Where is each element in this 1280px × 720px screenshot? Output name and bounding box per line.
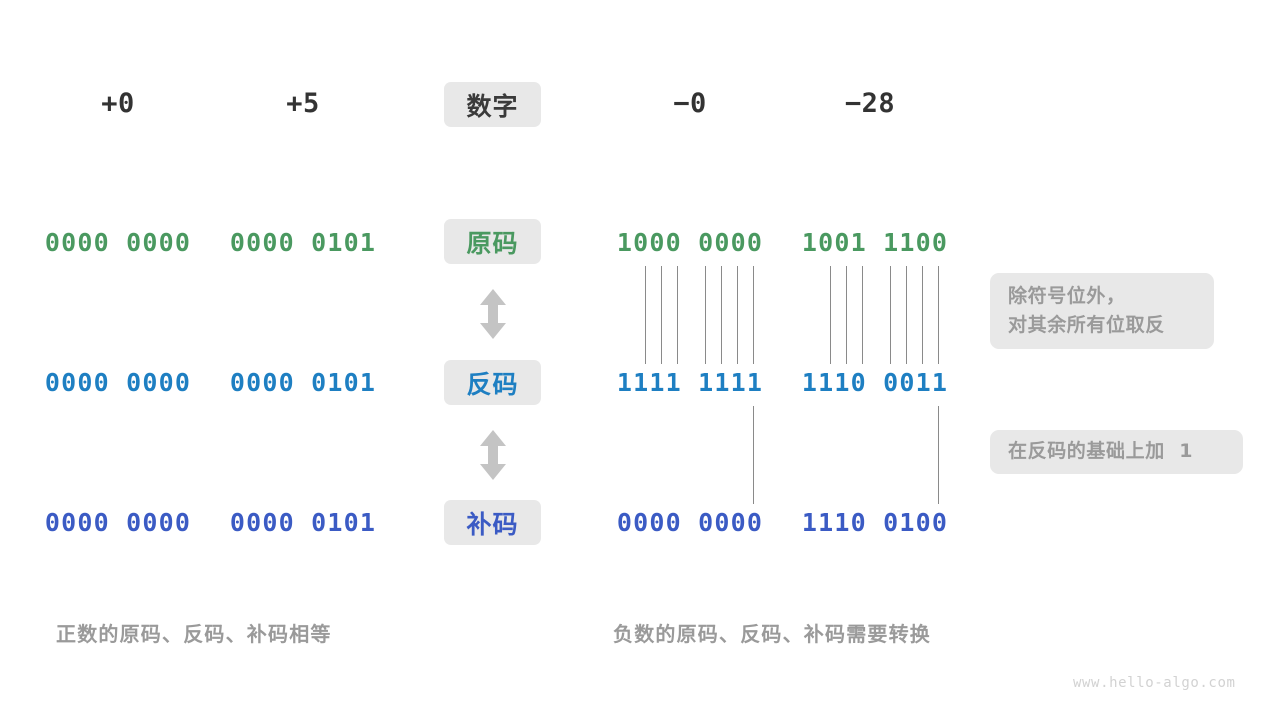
annotation-invert-bits-line-2: 对其余所有位取反	[1008, 314, 1165, 336]
annotation-invert-bits: 除符号位外， 对其余所有位取反	[990, 273, 1214, 349]
bits-sign-magnitude-minus-zero: 1000 0000	[616, 228, 764, 257]
column-header-minus-zero: −0	[673, 88, 707, 119]
connector-invert-minus-28-bit6	[906, 266, 908, 364]
connector-invert-minus-zero-bit6	[721, 266, 723, 364]
bits-ones-complement-plus-zero: 0000 0000	[44, 368, 192, 397]
connector-invert-minus-zero-bit2	[645, 266, 647, 364]
arrow-ones-complement-to-twos-complement	[476, 429, 510, 485]
caption-positive: 正数的原码、反码、补码相等	[56, 622, 332, 646]
connector-add-one-minus-28-lsb	[938, 406, 940, 504]
column-header-plus-five: +5	[286, 88, 320, 119]
connector-invert-minus-28-bit4	[862, 266, 864, 364]
row-chip-ones-complement: 反码	[444, 360, 541, 405]
connector-invert-minus-28-bit7	[922, 266, 924, 364]
bits-ones-complement-plus-five: 0000 0101	[229, 368, 377, 397]
bits-sign-magnitude-plus-zero: 0000 0000	[44, 228, 192, 257]
row-chip-sign-magnitude: 原码	[444, 219, 541, 264]
bits-ones-complement-minus-zero: 1111 1111	[616, 368, 764, 397]
bits-sign-magnitude-minus-twentyeight: 1001 1100	[801, 228, 949, 257]
connector-add-one-minus-zero-lsb	[753, 406, 755, 504]
double-arrow-vertical-icon	[480, 289, 506, 339]
title-chip-number: 数字	[444, 82, 541, 127]
connector-invert-minus-zero-bit5	[705, 266, 707, 364]
column-header-plus-zero: +0	[101, 88, 135, 119]
connector-invert-minus-28-bit3	[846, 266, 848, 364]
bits-twos-complement-minus-zero: 0000 0000	[616, 508, 764, 537]
double-arrow-vertical-icon	[480, 430, 506, 480]
site-watermark: www.hello-algo.com	[1073, 675, 1236, 691]
connector-invert-minus-28-bit5	[890, 266, 892, 364]
annotation-add-one-line-1: 在反码的基础上加 1	[1008, 440, 1194, 463]
connector-invert-minus-zero-bit3	[661, 266, 663, 364]
connector-invert-minus-28-bit8	[938, 266, 940, 364]
bits-twos-complement-plus-five: 0000 0101	[229, 508, 377, 537]
bits-twos-complement-plus-zero: 0000 0000	[44, 508, 192, 537]
annotation-invert-bits-line-1: 除符号位外，	[1008, 284, 1126, 307]
connector-invert-minus-zero-bit8	[753, 266, 755, 364]
connector-invert-minus-zero-bit4	[677, 266, 679, 364]
connector-invert-minus-28-bit2	[830, 266, 832, 364]
caption-negative: 负数的原码、反码、补码需要转换	[613, 622, 931, 646]
connector-invert-minus-zero-bit7	[737, 266, 739, 364]
column-header-minus-twentyeight: −28	[844, 88, 896, 119]
arrow-sign-magnitude-to-ones-complement	[476, 288, 510, 344]
bits-twos-complement-minus-twentyeight: 1110 0100	[801, 508, 949, 537]
row-chip-twos-complement: 补码	[444, 500, 541, 545]
bits-ones-complement-minus-twentyeight: 1110 0011	[801, 368, 949, 397]
annotation-add-one: 在反码的基础上加 1	[990, 430, 1243, 474]
bits-sign-magnitude-plus-five: 0000 0101	[229, 228, 377, 257]
